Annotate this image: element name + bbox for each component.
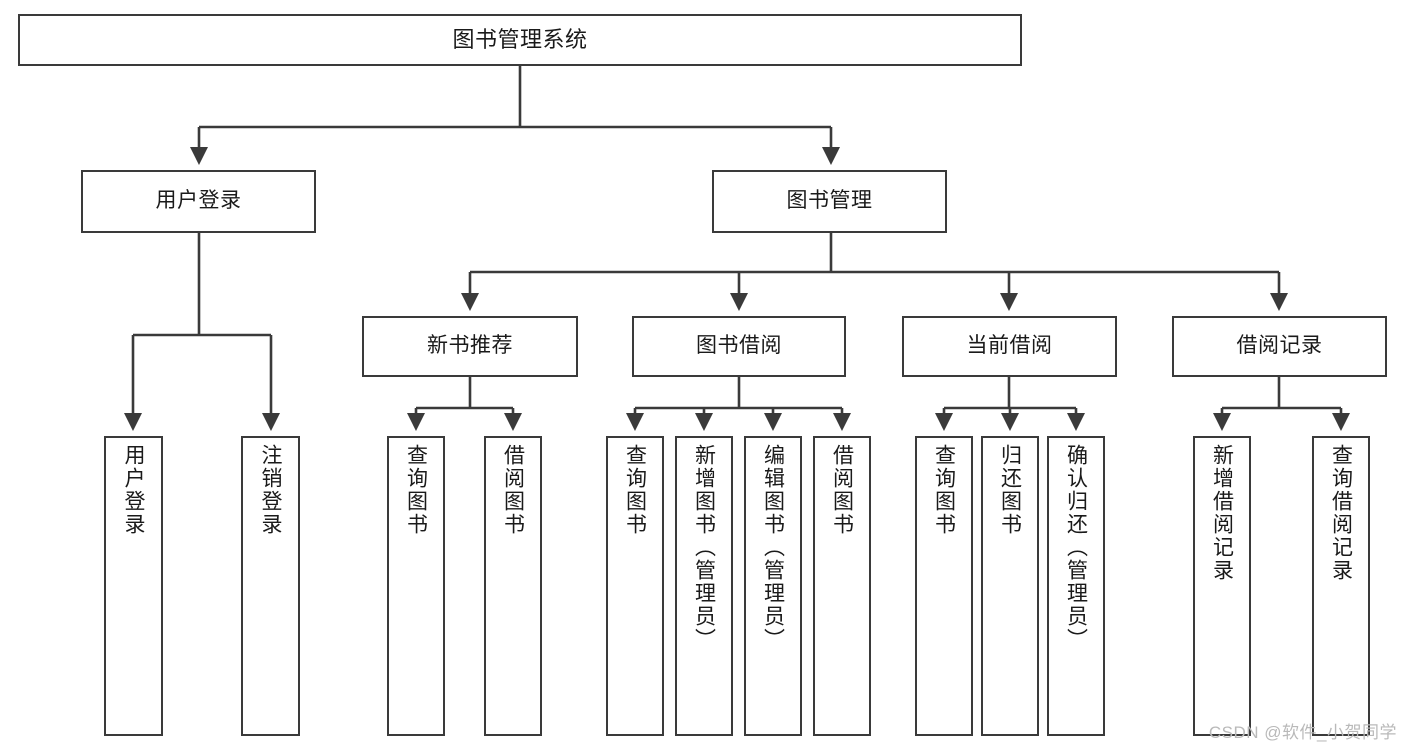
node-leaf-user-logout[interactable]: 注销登录 (241, 436, 300, 736)
node-leaf-confirm-return-label: 确认归还（管理员） (1064, 444, 1088, 651)
watermark: CSDN @软件_小贺同学 (1208, 723, 1397, 742)
node-leaf-user-login-label: 用户登录 (122, 444, 145, 536)
node-borrow-record-label: 借阅记录 (1236, 334, 1323, 358)
node-root-label: 图书管理系统 (452, 27, 588, 53)
node-new-book-recommend[interactable]: 新书推荐 (362, 316, 578, 377)
node-book-borrow-label: 图书借阅 (696, 334, 782, 358)
node-current-borrow-label: 当前借阅 (966, 334, 1053, 358)
node-leaf-user-login[interactable]: 用户登录 (104, 436, 163, 736)
node-new-book-recommend-label: 新书推荐 (427, 334, 513, 358)
node-leaf-borrow-book-recommend[interactable]: 借阅图书 (484, 436, 542, 736)
node-leaf-add-book-label: 新增图书（管理员） (692, 444, 716, 651)
node-borrow-record[interactable]: 借阅记录 (1172, 316, 1387, 377)
node-book-manage-label: 图书管理 (786, 189, 873, 213)
node-leaf-add-book[interactable]: 新增图书（管理员） (675, 436, 733, 736)
node-leaf-query-borrow-record[interactable]: 查询借阅记录 (1312, 436, 1370, 736)
node-leaf-return-book-label: 归还图书 (998, 444, 1022, 536)
node-leaf-user-logout-label: 注销登录 (259, 444, 282, 536)
node-user-login[interactable]: 用户登录 (81, 170, 316, 233)
node-leaf-query-book-borrow[interactable]: 查询图书 (606, 436, 664, 736)
node-leaf-add-borrow-record[interactable]: 新增借阅记录 (1193, 436, 1251, 736)
node-root-book-management-system[interactable]: 图书管理系统 (18, 14, 1022, 66)
node-leaf-borrow-book-label: 借阅图书 (830, 444, 854, 536)
node-user-login-label: 用户登录 (155, 189, 242, 213)
node-book-manage[interactable]: 图书管理 (712, 170, 947, 233)
node-leaf-query-borrow-record-label: 查询借阅记录 (1329, 444, 1353, 582)
node-book-borrow[interactable]: 图书借阅 (632, 316, 846, 377)
node-leaf-query-book-recommend-label: 查询图书 (404, 444, 428, 536)
node-leaf-borrow-book-recommend-label: 借阅图书 (501, 444, 525, 536)
node-leaf-query-book-borrow-label: 查询图书 (623, 444, 647, 536)
node-leaf-confirm-return[interactable]: 确认归还（管理员） (1047, 436, 1105, 736)
node-leaf-edit-book[interactable]: 编辑图书（管理员） (744, 436, 802, 736)
node-leaf-edit-book-label: 编辑图书（管理员） (761, 444, 785, 651)
node-leaf-query-book-recommend[interactable]: 查询图书 (387, 436, 445, 736)
node-leaf-query-book-current-label: 查询图书 (932, 444, 956, 536)
node-leaf-add-borrow-record-label: 新增借阅记录 (1210, 444, 1234, 582)
node-current-borrow[interactable]: 当前借阅 (902, 316, 1117, 377)
node-leaf-borrow-book[interactable]: 借阅图书 (813, 436, 871, 736)
node-leaf-query-book-current[interactable]: 查询图书 (915, 436, 973, 736)
node-leaf-return-book[interactable]: 归还图书 (981, 436, 1039, 736)
